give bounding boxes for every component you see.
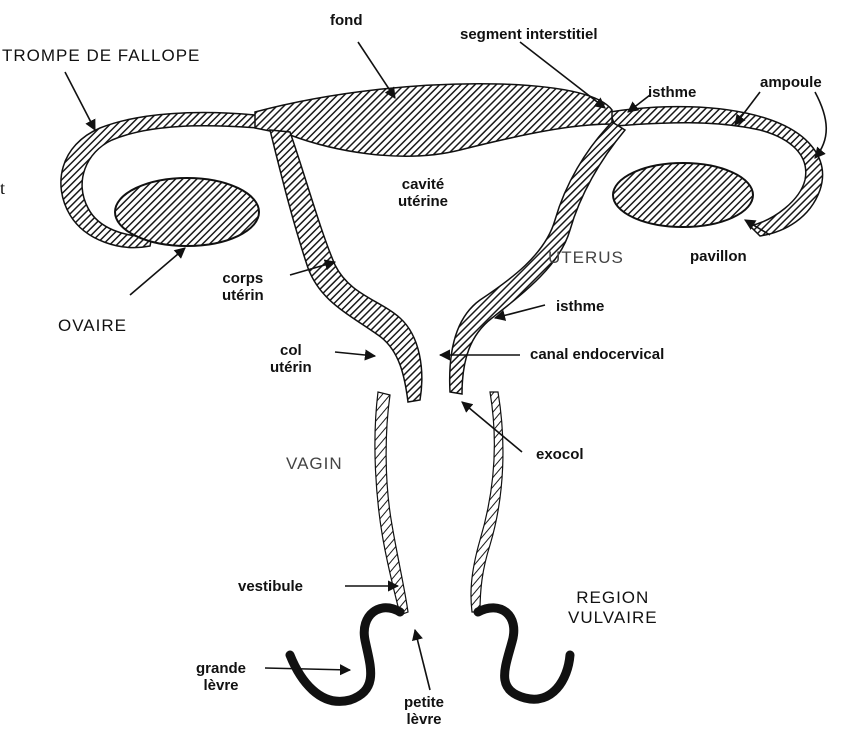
- label-region-line2: VULVAIRE: [568, 608, 658, 628]
- label-ovaire: OVAIRE: [58, 316, 127, 336]
- label-isthme-trompe: isthme: [648, 84, 696, 101]
- label-exocol: exocol: [536, 446, 584, 463]
- label-vagin: VAGIN: [286, 454, 343, 474]
- label-edge-letter: t: [0, 180, 5, 197]
- arrow-grande: [265, 668, 350, 670]
- label-vestibule: vestibule: [238, 578, 303, 595]
- uterine-fundus: [255, 84, 612, 156]
- label-region-line1: REGION: [568, 588, 658, 608]
- label-isthme-uterus: isthme: [556, 298, 604, 315]
- label-corps-uterin: corps utérin: [222, 270, 264, 304]
- label-grande-line2: lèvre: [196, 677, 246, 694]
- label-cavite-line2: utérine: [398, 193, 448, 210]
- arrow-trompe: [65, 72, 95, 130]
- right-labia: [478, 608, 570, 699]
- label-region-vulvaire: REGION VULVAIRE: [568, 588, 658, 628]
- label-corps-line1: corps: [222, 270, 264, 287]
- label-pavillon: pavillon: [690, 248, 747, 265]
- left-labia: [290, 608, 400, 702]
- left-vaginal-wall: [375, 392, 408, 615]
- right-vaginal-wall: [471, 392, 503, 612]
- right-ovary: [613, 163, 753, 227]
- label-grande-levre: grande lèvre: [196, 660, 246, 694]
- label-col-line2: utérin: [270, 359, 312, 376]
- arrow-col: [335, 352, 375, 356]
- left-ovary: [115, 178, 259, 246]
- arrow-ovaire: [130, 248, 185, 295]
- label-grande-line1: grande: [196, 660, 246, 677]
- label-col-line1: col: [270, 342, 312, 359]
- arrow-petite: [415, 630, 430, 690]
- label-petite-line2: lèvre: [404, 711, 444, 728]
- label-cavite-line1: cavité: [398, 176, 448, 193]
- label-fond: fond: [330, 12, 362, 29]
- label-col-uterin: col utérin: [270, 342, 312, 376]
- label-uterus: UTERUS: [548, 248, 624, 268]
- label-petite-levre: petite lèvre: [404, 694, 444, 728]
- label-ampoule: ampoule: [760, 74, 822, 91]
- label-trompe-de-fallope: TROMPE DE FALLOPE: [2, 46, 200, 66]
- label-canal-endocervical: canal endocervical: [530, 346, 664, 363]
- label-corps-line2: utérin: [222, 287, 264, 304]
- label-petite-line1: petite: [404, 694, 444, 711]
- label-cavite-uterine: cavité utérine: [398, 176, 448, 210]
- arrow-ampoule-curve: [815, 92, 826, 158]
- label-segment-interstitiel: segment interstitiel: [460, 26, 598, 43]
